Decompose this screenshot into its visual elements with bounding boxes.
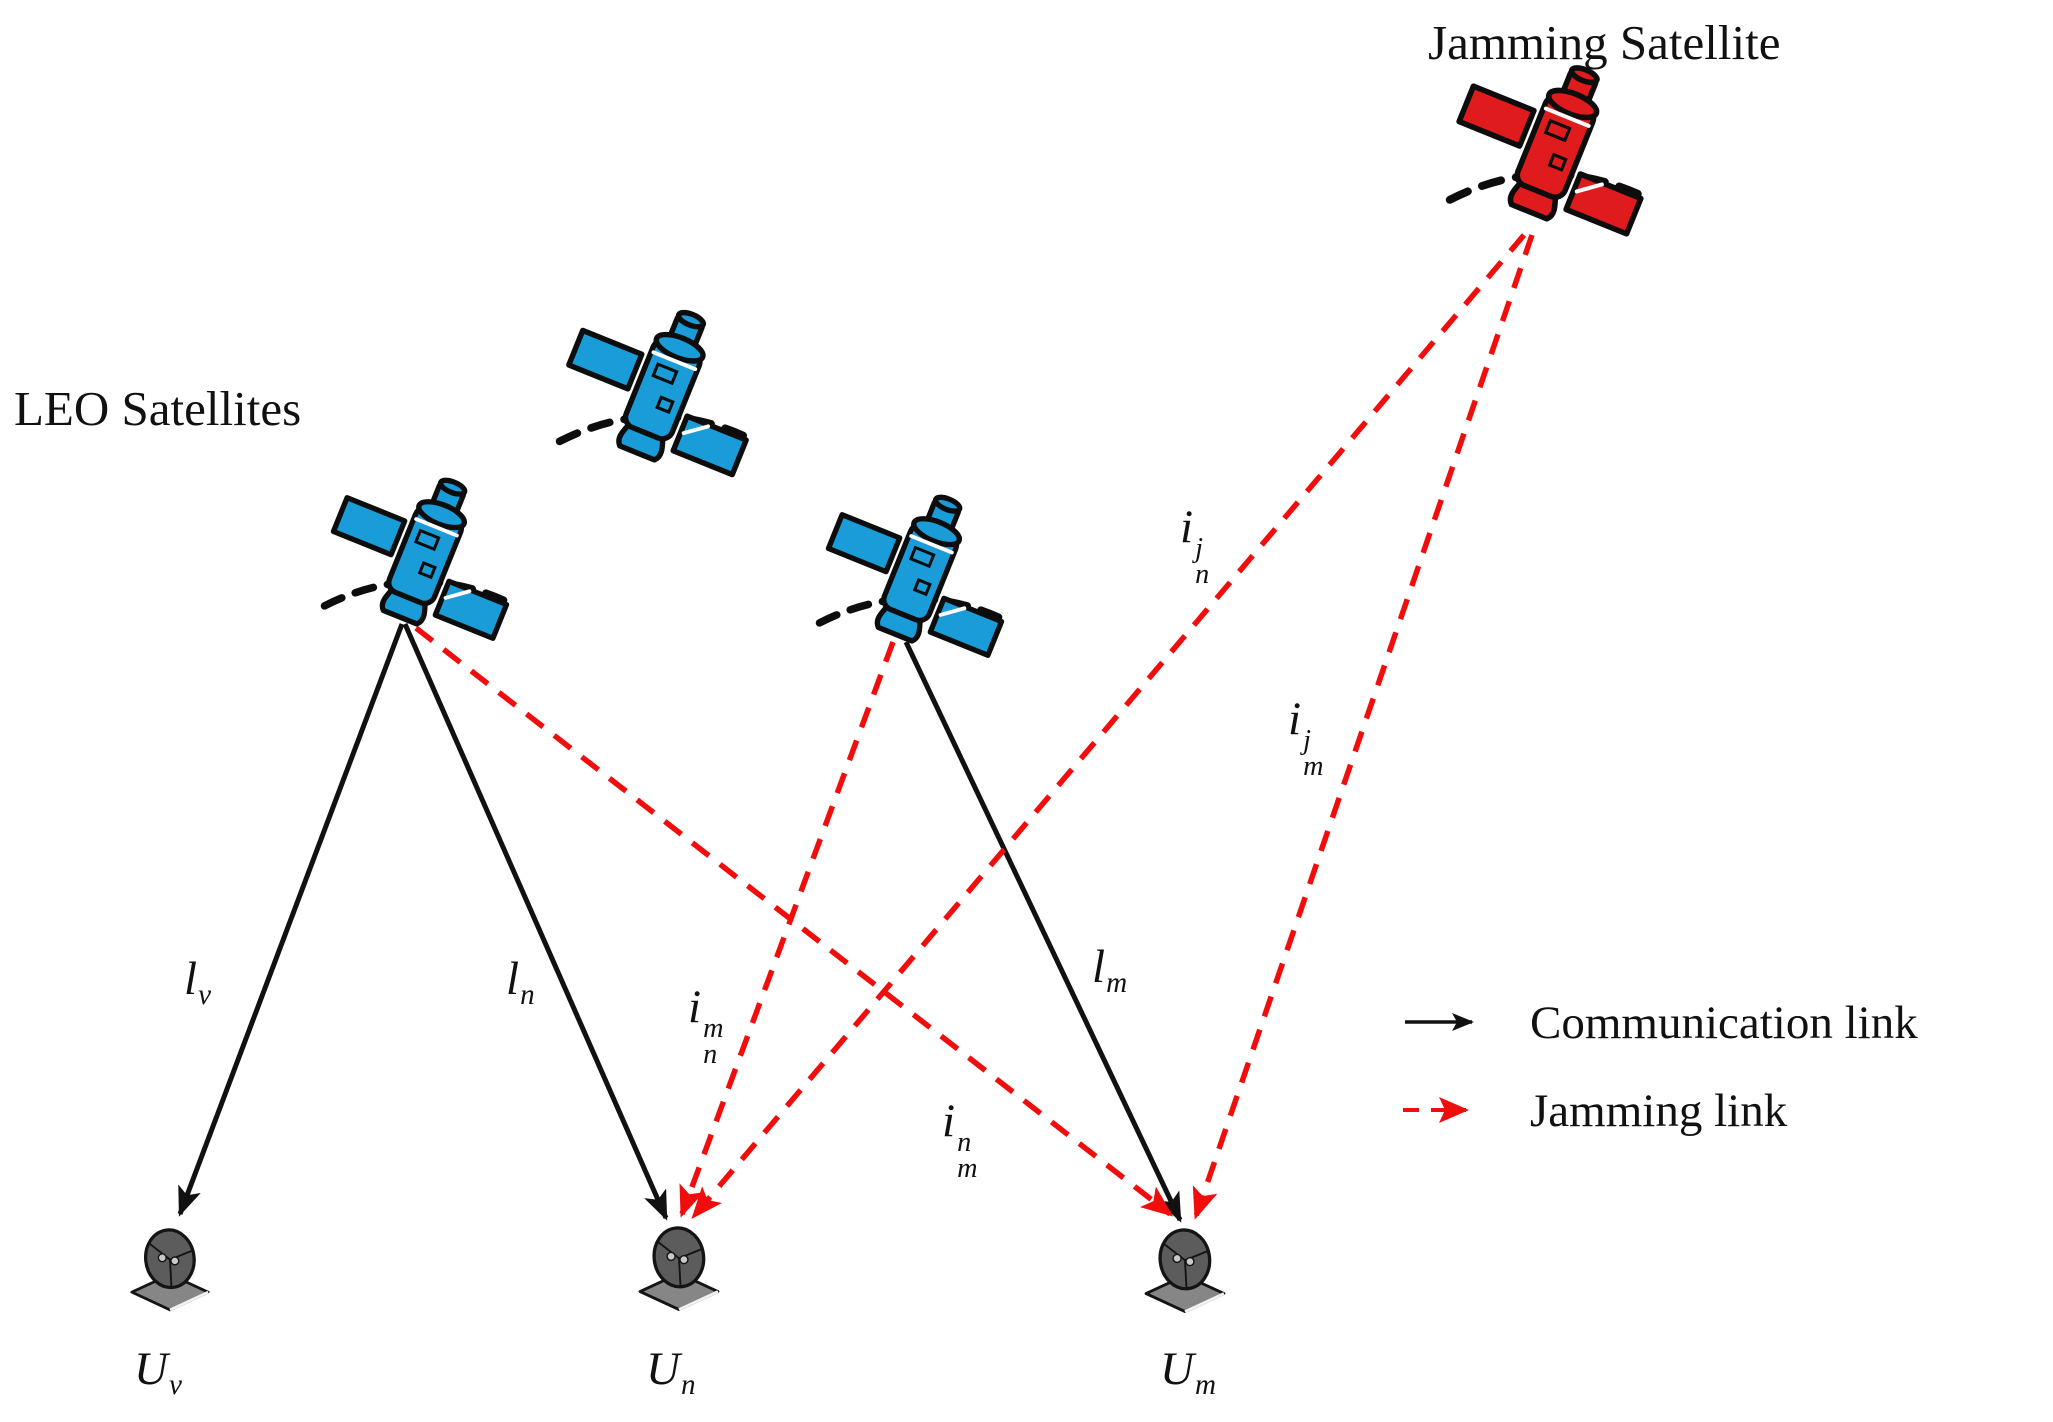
user-label-uv: Uv xyxy=(134,1343,182,1402)
legend-jam-label: Jamming link xyxy=(1530,1085,1788,1137)
legend-comm-label: Communication link xyxy=(1530,997,1918,1049)
jam-link-imj-arrow xyxy=(1192,234,1535,1220)
comm-link-lv-arrow xyxy=(177,623,405,1217)
ground-station-um-icon xyxy=(1144,1225,1226,1314)
leo-satellite-top-icon xyxy=(548,279,782,489)
jam-link-imn-arrow xyxy=(414,625,1174,1217)
jam-link-inm-arrow xyxy=(679,641,896,1218)
leo-satellite-middle-icon xyxy=(808,464,1037,669)
link-label-ln: ln xyxy=(506,953,535,1012)
comm-link-ln-arrow xyxy=(402,622,669,1221)
link-label-lv: lv xyxy=(184,953,211,1012)
link-label-lm: lm xyxy=(1092,941,1128,1000)
ground-station-un-icon xyxy=(638,1223,720,1312)
ground-station-uv-icon xyxy=(130,1225,210,1312)
jam-link-inj-arrow xyxy=(691,233,1527,1220)
user-label-um: Um xyxy=(1160,1343,1216,1402)
leo-satellites-title: LEO Satellites xyxy=(14,381,302,436)
comm-link-lm-arrow xyxy=(903,640,1183,1223)
user-label-un: Un xyxy=(646,1343,696,1402)
leo-satellite-left-icon xyxy=(313,447,542,652)
jamming-satellite-title: Jamming Satellite xyxy=(1428,15,1781,70)
